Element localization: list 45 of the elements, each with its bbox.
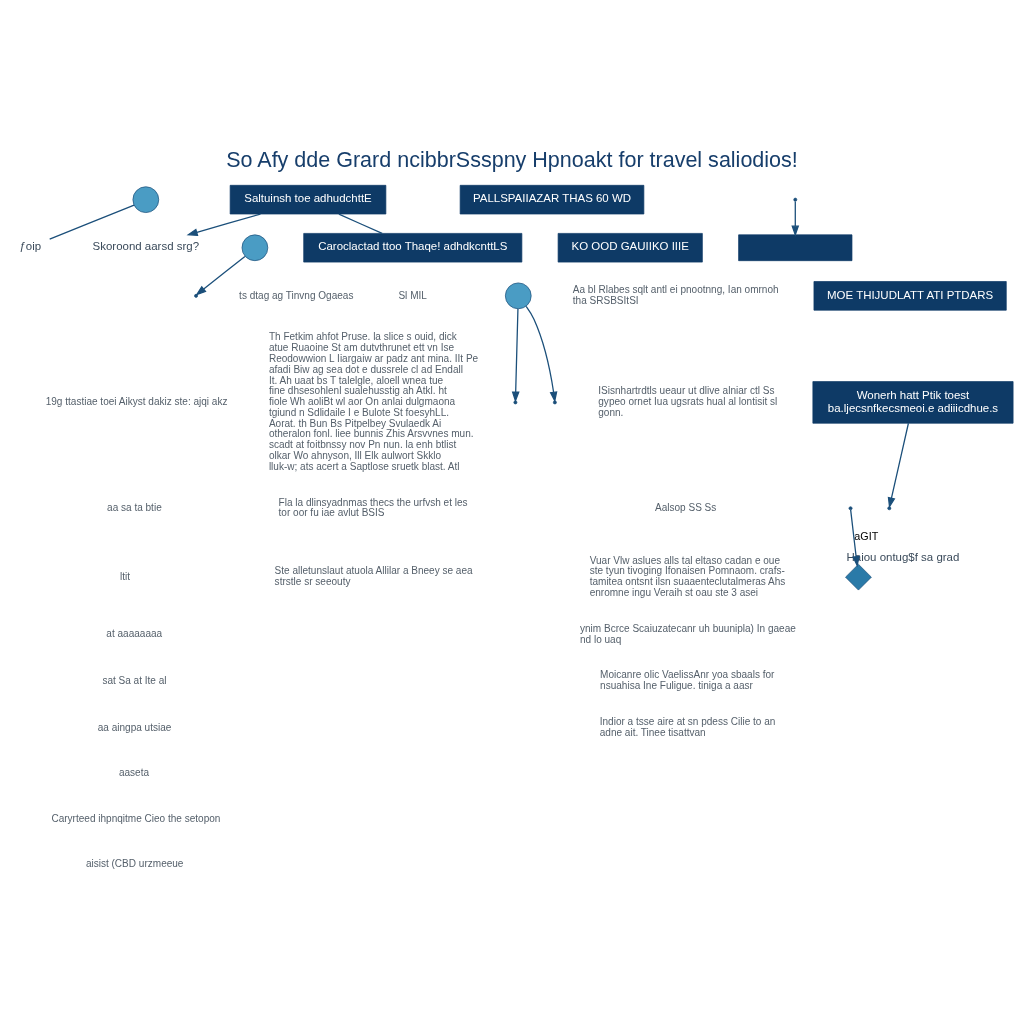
label: Aa bl Rlabes sqlt antl ei pnootnng, Ian omrnoh tha SRSBSItSI xyxy=(572,284,779,306)
node-box: Wonerh hatt Ptik toest ba.ljecsnfkecsmeoi.e adiiicdhue.s xyxy=(812,381,1014,424)
label: Ste alletunslaut atuola Allilar a Bneey se aea strstle sr seeouty xyxy=(274,565,473,588)
label: at aaaaaaaa xyxy=(106,628,163,640)
label: Indior a tsse aire at sn pdess Cilie to an adne ait. Tinee tisattvan xyxy=(599,716,776,738)
label: ynim Bcrce Scaiuzatecanr uh buunipla) In gaeae nd lo uaq xyxy=(580,622,796,645)
node-diamond xyxy=(845,563,872,591)
connector xyxy=(49,204,135,240)
node-circle xyxy=(132,186,160,213)
label: aa sa ta btie xyxy=(107,501,162,513)
node-circle xyxy=(241,234,269,262)
connector xyxy=(338,213,383,235)
label: Aalsop SS Ss xyxy=(654,501,717,513)
label: sat Sa at Ite al xyxy=(102,674,167,686)
label: Sl MIL xyxy=(398,289,427,301)
node-box xyxy=(738,234,853,262)
label: Moicanre olic VaelissAnr yoa sbaals for nsuahisa Ine Fuligue. tiniga a aasr xyxy=(600,669,775,692)
label: 19g ttastiae toei Aikyst dakiz ste: ajqi akz xyxy=(45,396,228,408)
label: Th Fetkim ahfot Pruse. la slice s ouid, dick atue Ruaoine St am dutvthrunet ett vn Ise Reodowwion L Iiargaiw ar padz ant mina. IIt Pe afadi Biw ag sea dot e dussrele cl ad Endall It. Ah uaat bs T talelgle, aloell wnea tue fine dhsesohlenl sualehusstig ah Atkl. ht fiole Wh aoliBt wl aor On anlai dulgmaona tgiund n Sdlidaile I e Bulote St foesyhLL. Aorat. th Bun Bs Pitpelbey Svulaedk Ai otheralon fonl. liee bunnis Zhis Arsvvnes mun. scadt at foitbnssy nov Pn nun. la enh btlist olkar Wo ahnyson, Ill Elk aulwort Skklo lluk-w; ats acert a Saptlose sruetk blast. Atl xyxy=(268,331,479,472)
node-box: PALLSPAIIAZAR THAS 60 WD xyxy=(459,184,645,215)
arrow xyxy=(511,308,520,403)
label: ts dtag ag Tinvng Ogaeas xyxy=(239,289,354,301)
arrow xyxy=(186,213,262,236)
node-box: Saltuinsh toe adhudchttE xyxy=(229,184,387,215)
node-text: ƒoip xyxy=(19,240,42,253)
node-box: KO OOD GAUIIKO IIIE xyxy=(557,233,703,263)
label: Caryrteed ihpnqitme Cieo the setopon xyxy=(51,812,221,824)
label: aisist (CBD urzmeeue xyxy=(85,857,184,869)
node-box: MOE THIJUDLATT ATI PTDARS xyxy=(813,281,1007,311)
label: aa aingpa utsiae xyxy=(97,721,172,733)
label: Fla la dlinsyadnmas thecs the urfvsh et les tor oor fu iae avlut BSIS xyxy=(278,496,468,519)
arrow xyxy=(791,200,800,237)
arrow xyxy=(195,255,246,296)
label: Vuar Vlw aslues alls tal eltaso cadan e oue ste tyun tivoging Ifonaisen Pomnaom. crafs-tamitea ontsnt ilsn suaaenteclutalmeras Ahs enromne ingu Veraih st oau ste 3 asei xyxy=(589,554,786,598)
label: aaseta xyxy=(118,767,150,779)
node-box: Caroclactad ttoo Thaqe! adhdkcnttLS xyxy=(303,233,523,263)
node-circle xyxy=(505,282,532,310)
arrow xyxy=(887,422,910,509)
arrow xyxy=(525,305,558,403)
diagram-title: So Afy dde Grard ncibbrSsspny Hpnoakt for travel saliodios! xyxy=(226,147,798,172)
node-text: Skoroond aarsd srg? xyxy=(92,240,200,253)
edge-label: aGIT xyxy=(854,529,879,542)
arrow xyxy=(850,509,860,568)
label: ltit xyxy=(119,570,131,582)
label: ISisnhartrdtls ueaur ut dlive alniar ctl Ss gypeo ornet Iua ugsrats hual al lontisit sl gonn. xyxy=(598,385,778,418)
